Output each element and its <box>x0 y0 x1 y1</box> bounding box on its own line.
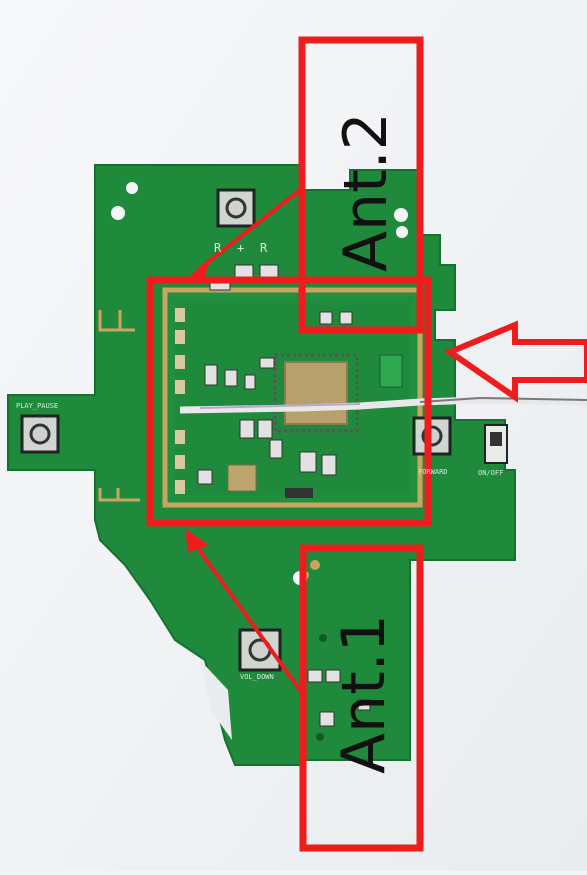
switch-on-off <box>484 424 508 464</box>
silk-on-off: ON/OFF <box>478 469 504 477</box>
silk-play-pause: PLAY_PAUSE <box>16 402 59 410</box>
mounting-hole <box>394 208 408 222</box>
ic-chip <box>284 361 348 425</box>
button-top <box>216 188 256 228</box>
silk-r-left: R <box>214 241 222 255</box>
coax-cable <box>179 396 587 414</box>
arrow-cable-input <box>443 320 587 403</box>
module-highlight-box <box>146 276 432 527</box>
silk-forward: FORWARD <box>418 468 448 476</box>
silk-r-right: R <box>260 241 268 255</box>
antenna-1-label: Ant.1 <box>329 614 399 774</box>
ant1-highlight-box <box>299 544 424 852</box>
button-forward <box>412 416 452 456</box>
arrow-ant2 <box>186 188 302 283</box>
arrow-ant1 <box>185 528 302 692</box>
silk-vol-down: VOL_DOWN <box>240 673 274 681</box>
mounting-hole <box>111 206 125 220</box>
mounting-hole <box>126 182 138 194</box>
button-play-pause <box>20 414 60 454</box>
rf-module <box>162 264 423 508</box>
silk-plus: + <box>237 241 245 255</box>
mounting-hole <box>396 226 408 238</box>
ant2-highlight-box <box>298 36 424 334</box>
antenna-2-label: Ant.2 <box>331 112 401 272</box>
